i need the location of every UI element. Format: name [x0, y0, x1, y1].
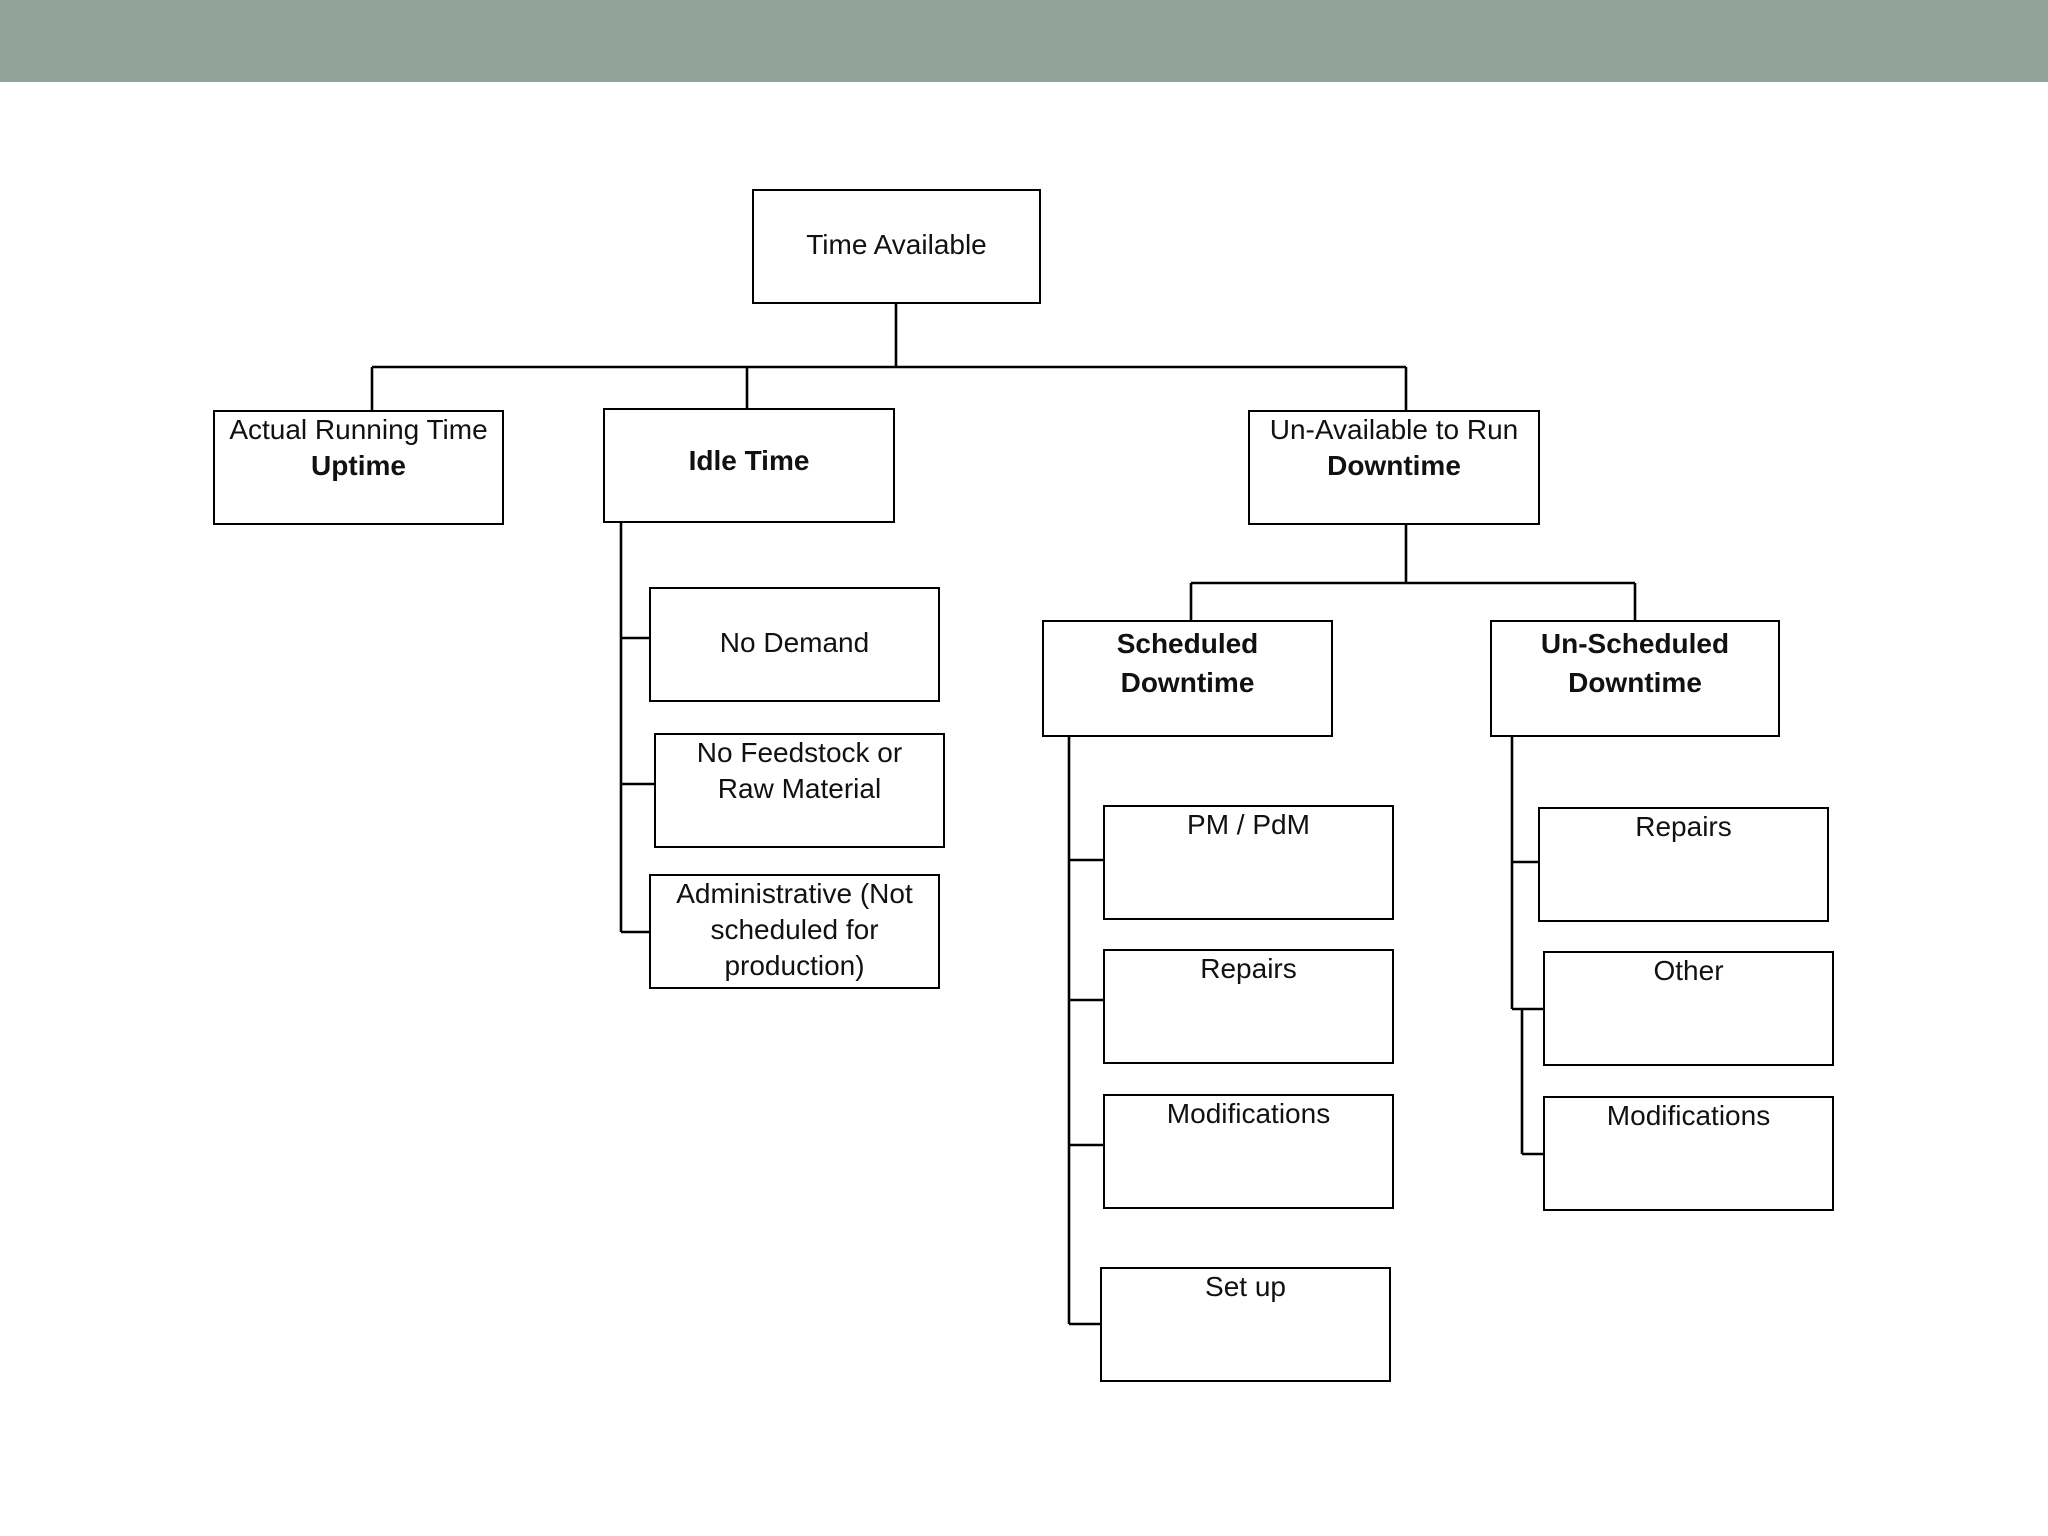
other-label: Other — [1653, 955, 1724, 986]
unscheduled-repairs-label: Repairs — [1635, 811, 1732, 842]
actual-running-time-box: Actual Running Time Uptime — [213, 410, 504, 525]
unscheduled-modifications-label: Modifications — [1606, 1100, 1771, 1131]
unscheduled-downtime-box: Un-Scheduled Downtime — [1490, 620, 1780, 737]
time-available-label: Time Available — [806, 229, 987, 260]
no-feedstock-box: No Feedstock or Raw Material — [654, 733, 945, 848]
title-band — [0, 0, 2048, 82]
no-demand-label: No Demand — [719, 627, 870, 658]
unscheduled-downtime-label: Downtime — [1568, 667, 1702, 698]
time-available-box: Time Available — [752, 189, 1041, 304]
scheduled-modifications-box: Modifications — [1103, 1094, 1394, 1209]
administrative-label: Administrative (Not — [676, 878, 913, 909]
production-label: production) — [724, 950, 865, 981]
unscheduled-label: Un-Scheduled — [1540, 628, 1730, 659]
set-up-label: Set up — [1205, 1271, 1286, 1302]
pm-pdm-box: PM / PdM — [1103, 805, 1394, 920]
unscheduled-modifications-box: Modifications — [1543, 1096, 1834, 1211]
unavailable-to-run-box: Un-Available to Run Downtime — [1248, 410, 1540, 525]
scheduled-downtime-label: Downtime — [1120, 667, 1255, 698]
scheduled-downtime-box: Scheduled Downtime — [1042, 620, 1333, 737]
downtime-label: Downtime — [1327, 450, 1461, 481]
scheduled-for-label: scheduled for — [710, 914, 879, 945]
scheduled-label: Scheduled — [1116, 628, 1259, 659]
actual-running-time-label: Actual Running Time — [229, 414, 488, 445]
unscheduled-repairs-box: Repairs — [1538, 807, 1829, 922]
administrative-box: Administrative (Not scheduled for produc… — [649, 874, 940, 989]
uptime-label: Uptime — [311, 450, 406, 481]
other-box: Other — [1543, 951, 1834, 1066]
scheduled-repairs-box: Repairs — [1103, 949, 1394, 1064]
idle-time-label: Idle Time — [688, 445, 810, 476]
no-feedstock-label: No Feedstock or — [696, 737, 903, 768]
raw-material-label: Raw Material — [717, 773, 882, 804]
scheduled-modifications-label: Modifications — [1166, 1098, 1331, 1129]
unavailable-to-run-label: Un-Available to Run — [1269, 414, 1519, 445]
no-demand-box: No Demand — [649, 587, 940, 702]
scheduled-repairs-label: Repairs — [1200, 953, 1297, 984]
pm-pdm-label: PM / PdM — [1187, 809, 1310, 840]
idle-time-box: Idle Time — [603, 408, 895, 523]
set-up-box: Set up — [1100, 1267, 1391, 1382]
